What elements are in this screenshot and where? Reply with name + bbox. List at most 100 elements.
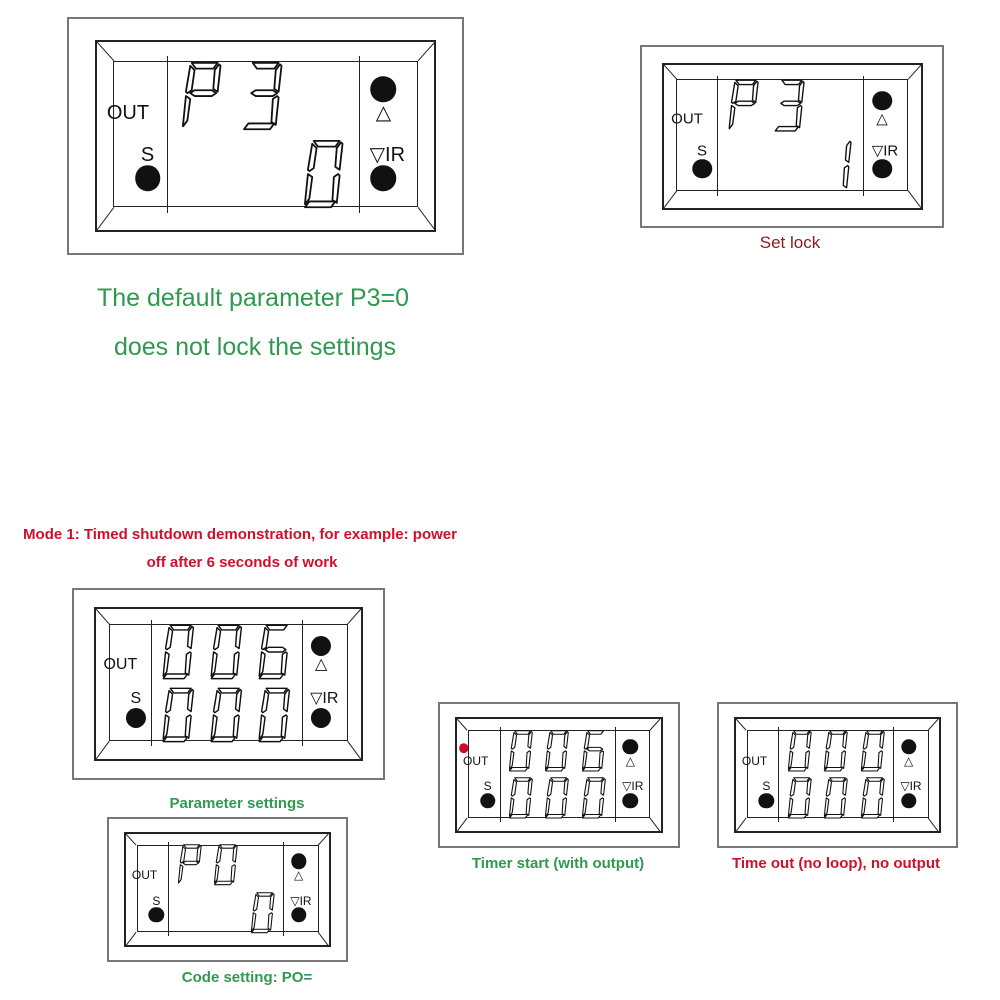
segment-a	[265, 624, 288, 631]
segment-e	[250, 911, 256, 932]
segment-b	[234, 625, 243, 649]
segment-d	[258, 735, 285, 742]
segment-c	[562, 749, 568, 769]
segment-e	[162, 650, 171, 677]
s-label: S	[152, 893, 161, 908]
segment-b	[600, 778, 606, 796]
bezel-bevel	[97, 42, 435, 230]
out-label: OUT	[463, 753, 489, 768]
segment-f	[730, 81, 739, 105]
segment-f	[510, 779, 517, 797]
segment-f	[185, 64, 196, 94]
segment-d	[774, 125, 800, 132]
seven-segment-digit	[172, 843, 209, 886]
segment-d	[508, 766, 529, 772]
segment-c	[804, 749, 810, 769]
up-button[interactable]	[622, 738, 639, 755]
s-button[interactable]	[692, 158, 712, 179]
down-ir-button[interactable]	[290, 907, 307, 923]
bottom-display-row	[503, 776, 613, 820]
segment-a	[217, 624, 240, 631]
segment-d	[860, 766, 880, 772]
segment-a	[169, 687, 193, 694]
s-button[interactable]	[148, 907, 165, 923]
segment-e	[214, 864, 220, 884]
segment-b	[751, 80, 759, 103]
down-ir-button[interactable]	[370, 165, 397, 191]
top-display-row	[721, 78, 860, 133]
mode-caption-line2: off after 6 seconds of work	[146, 554, 338, 571]
blank-digit	[172, 891, 209, 934]
up-button[interactable]	[311, 636, 332, 657]
seven-segment-digit	[814, 138, 860, 193]
down-ir-button[interactable]	[900, 792, 917, 809]
bezel-bevel	[736, 719, 938, 831]
down-ir-button[interactable]	[311, 707, 332, 728]
seven-segment-digit	[155, 623, 203, 681]
up-button[interactable]	[900, 738, 917, 755]
lcd-display	[168, 841, 285, 937]
seven-segment-digit	[818, 729, 855, 773]
top-display-row	[155, 623, 298, 681]
segment-f	[252, 893, 259, 912]
segment-b	[268, 892, 275, 911]
blank-digit	[721, 138, 767, 193]
segment-d	[787, 814, 807, 819]
segment-c	[877, 797, 883, 817]
segment-f	[862, 731, 869, 750]
segment-f	[547, 779, 554, 797]
down-ir-label: ▽IR	[369, 143, 406, 166]
down-ir-button[interactable]	[872, 158, 892, 179]
blank-digit	[233, 138, 294, 210]
segment-c	[232, 713, 240, 739]
segment-c	[525, 749, 531, 769]
seven-segment-digit	[721, 78, 767, 133]
segment-f	[862, 779, 869, 797]
segment-e	[728, 104, 736, 130]
segment-c	[598, 749, 605, 769]
segment-a	[829, 729, 847, 735]
s-button[interactable]	[125, 707, 146, 728]
panel-caption: Set lock	[759, 233, 821, 252]
down-ir-button[interactable]	[622, 792, 639, 809]
segment-e	[823, 797, 830, 817]
segment-e	[508, 797, 515, 817]
segment-f	[165, 689, 174, 713]
segment-b	[878, 730, 885, 749]
segment-a	[255, 891, 273, 897]
s-button[interactable]	[134, 165, 161, 191]
segment-e	[860, 797, 866, 817]
segment-e	[210, 713, 218, 740]
out-label: OUT	[106, 101, 150, 124]
blank-digit	[767, 138, 813, 193]
segment-c	[842, 164, 850, 189]
up-button[interactable]	[872, 90, 892, 111]
seven-segment-digit	[203, 623, 251, 681]
seven-segment-digit	[155, 686, 203, 744]
bottom-display-row	[155, 686, 298, 744]
segment-d	[545, 766, 565, 772]
segment-b	[232, 845, 238, 864]
top-display-row	[503, 729, 613, 773]
bottom-display-row	[782, 776, 892, 820]
segment-c	[562, 797, 568, 817]
segment-c	[232, 650, 240, 676]
segment-g	[734, 100, 756, 107]
segment-e	[582, 797, 588, 817]
up-button[interactable]	[370, 76, 397, 102]
s-button[interactable]	[758, 792, 775, 809]
segment-d	[250, 928, 270, 933]
seven-segment-digit	[208, 843, 245, 886]
segment-b	[805, 730, 812, 749]
s-button[interactable]	[479, 792, 496, 809]
up-button[interactable]	[290, 853, 307, 869]
segment-a	[219, 844, 236, 850]
out-label: OUT	[741, 753, 768, 768]
out-label: OUT	[131, 868, 158, 883]
segment-c	[270, 94, 280, 126]
segment-d	[210, 735, 237, 742]
blank-digit	[294, 60, 355, 132]
segment-f	[260, 626, 270, 650]
segment-a	[312, 139, 341, 148]
